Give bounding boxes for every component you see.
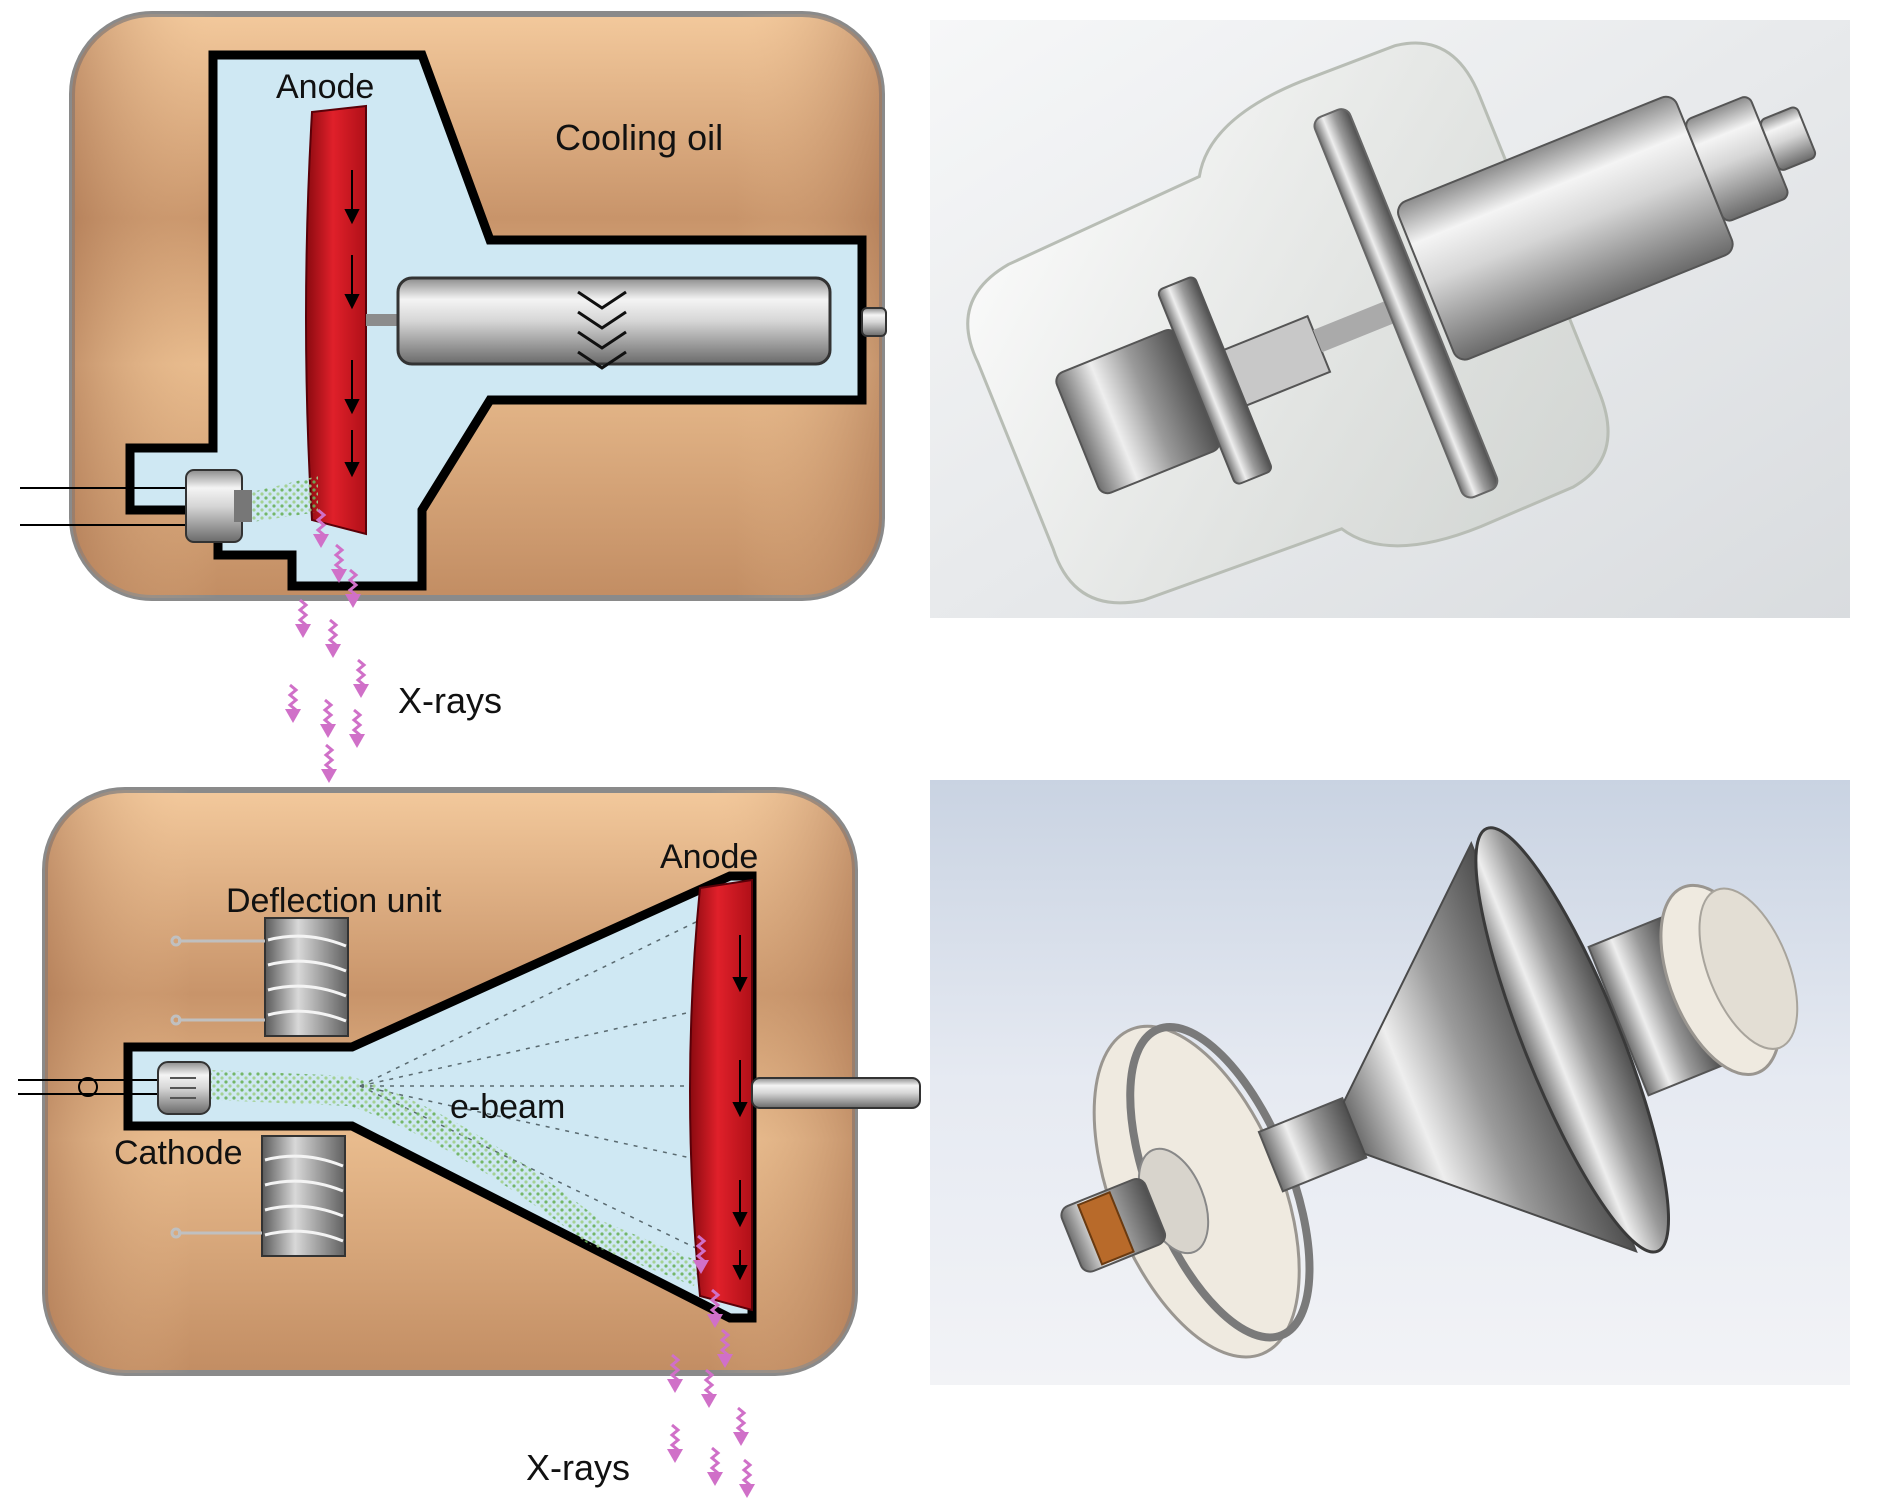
ceramic-end (1698, 887, 1799, 1050)
xrays-label-bottom: X-rays (526, 1447, 630, 1488)
electron-beam (210, 1070, 700, 1286)
e-beam-label: e-beam (450, 1088, 565, 1126)
terminal (1760, 106, 1817, 171)
cathode-connector (78, 1077, 98, 1097)
metal-cone (1342, 840, 1638, 1254)
deflection-coils (170, 917, 349, 1257)
anode-arrows (732, 935, 748, 1281)
conventional-tube-diagram: Anode Cooling oil X-rays (20, 11, 887, 785)
anode-stem (1313, 296, 1406, 353)
anode-flange (1474, 826, 1671, 1254)
deflection-unit-label: Deflection unit (226, 882, 442, 920)
anode-label-bottom: Anode (660, 838, 758, 876)
cathode-filament (234, 490, 252, 522)
cooling-oil-label: Cooling oil (555, 117, 723, 158)
electron-beam-tube-diagram: Anode Deflection unit e-beam Cathode X-r… (18, 787, 921, 1500)
photo-glass-xray-tube (930, 20, 1850, 618)
electron-beam (252, 476, 318, 522)
anode-disc (689, 878, 753, 1312)
cathode-grid (170, 1077, 196, 1099)
cathode-cup (185, 469, 243, 543)
vacuum-envelope (123, 871, 757, 1323)
cathode-label: Cathode (114, 1134, 243, 1172)
copper-coil (1076, 1190, 1135, 1266)
anode-arrows (344, 170, 360, 478)
photo-metal-ceramic-tube (930, 780, 1850, 1385)
anode-shaft (751, 1077, 921, 1109)
anode-shaft (366, 314, 400, 326)
anode-disc (305, 104, 367, 536)
xrays-label-top: X-rays (398, 680, 502, 721)
rotor-stub (861, 307, 887, 337)
rotation-chevrons (577, 290, 627, 370)
anode-label-top: Anode (276, 68, 374, 106)
disc-flange (1313, 108, 1499, 499)
